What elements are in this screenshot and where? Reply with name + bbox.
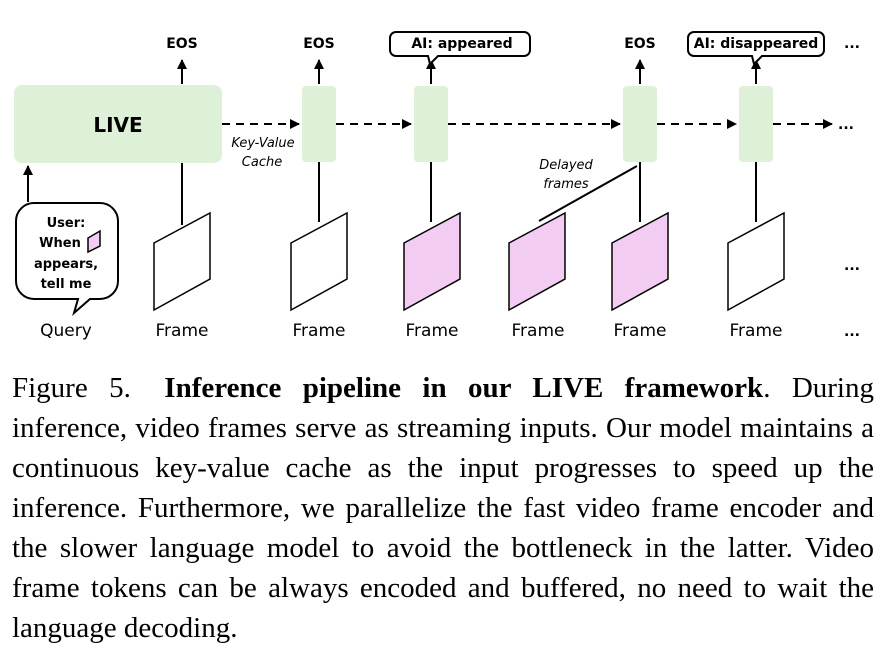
frame-label-3: Frame (406, 321, 459, 341)
query-line-1: User: (47, 216, 86, 231)
live-label: LIVE (93, 113, 142, 137)
decoder-block-4 (739, 86, 773, 162)
mini-frame-icon (87, 229, 101, 254)
ai-appeared-bubble (389, 31, 531, 66)
output-eos-1: EOS (166, 36, 198, 52)
query-line-3: appears, (34, 257, 98, 272)
decoder-block-2 (414, 86, 448, 162)
decoder-block-3 (623, 86, 657, 162)
kv-cache-label-line2: Cache (242, 155, 282, 170)
delayed-connector (538, 165, 638, 222)
ai-disappeared-bubble (687, 31, 825, 66)
frame-label-2: Frame (293, 321, 346, 341)
delayed-label-line2: frames (543, 177, 589, 192)
video-frame-4 (508, 211, 566, 312)
frame-label-1: Frame (156, 321, 209, 341)
frame-label-ellipsis: ... (844, 324, 860, 340)
query-bubble (15, 202, 119, 316)
caption-label: Figure 5. (12, 372, 131, 404)
delayed-label-line1: Delayed (539, 158, 593, 173)
query-label: Query (40, 321, 92, 341)
video-frame-6 (727, 211, 785, 312)
ai-appeared-text: AI: appeared (411, 36, 512, 52)
query-line-4: tell me (41, 277, 92, 292)
frame-row-ellipsis: ... (844, 258, 860, 274)
video-frame-5 (611, 211, 669, 312)
kv-arrow-ellipsis: ... (838, 117, 854, 133)
video-frame-2 (290, 211, 348, 312)
frame-label-6: Frame (730, 321, 783, 341)
live-model-block (14, 85, 222, 163)
caption-body: . During inference, video frames serve a… (12, 372, 874, 644)
video-frame-1 (153, 211, 211, 312)
pipeline-diagram: LIVE ... Key-Value Cache EOS EOS EOS AI:… (14, 31, 860, 341)
output-ellipsis: ... (844, 36, 860, 52)
video-frame-3 (403, 211, 461, 312)
kv-cache-label-line1: Key-Value (231, 136, 294, 151)
caption-title: Inference pipeline in our LIVE framework (164, 372, 764, 404)
ai-disappeared-text: AI: disappeared (694, 36, 819, 52)
output-eos-3: EOS (624, 36, 656, 52)
figure-caption: Figure 5. Inference pipeline in our LIVE… (12, 368, 874, 648)
query-line-2: When (39, 236, 81, 251)
frame-label-4: Frame (512, 321, 565, 341)
frame-label-5: Frame (614, 321, 667, 341)
output-eos-2: EOS (303, 36, 335, 52)
decoder-block-1 (302, 86, 336, 162)
